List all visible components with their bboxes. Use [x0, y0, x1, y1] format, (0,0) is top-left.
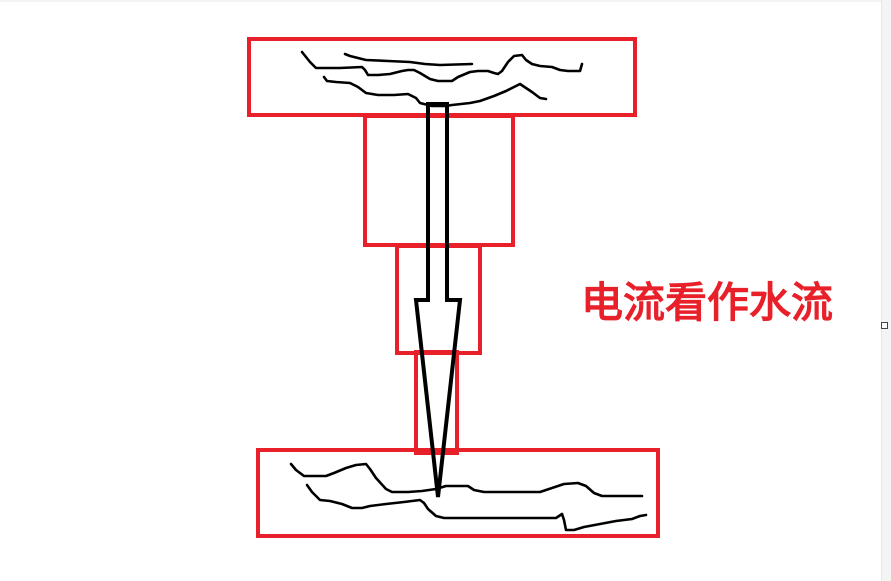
- canvas-right-gutter: [881, 0, 891, 581]
- bottom-plate-rect: [256, 448, 660, 538]
- current-flow-arrow: [413, 102, 463, 498]
- upper-conductor-rect: [363, 114, 515, 247]
- canvas-top-edge: [0, 0, 881, 2]
- caption-text: 电流看作水流: [581, 278, 834, 327]
- bottom-scribbles: [289, 462, 648, 532]
- top-scribbles: [300, 50, 584, 108]
- middle-conductor-rect: [395, 244, 482, 355]
- narrow-conductor-rect: [414, 350, 459, 455]
- canvas-resize-handle[interactable]: [881, 322, 888, 329]
